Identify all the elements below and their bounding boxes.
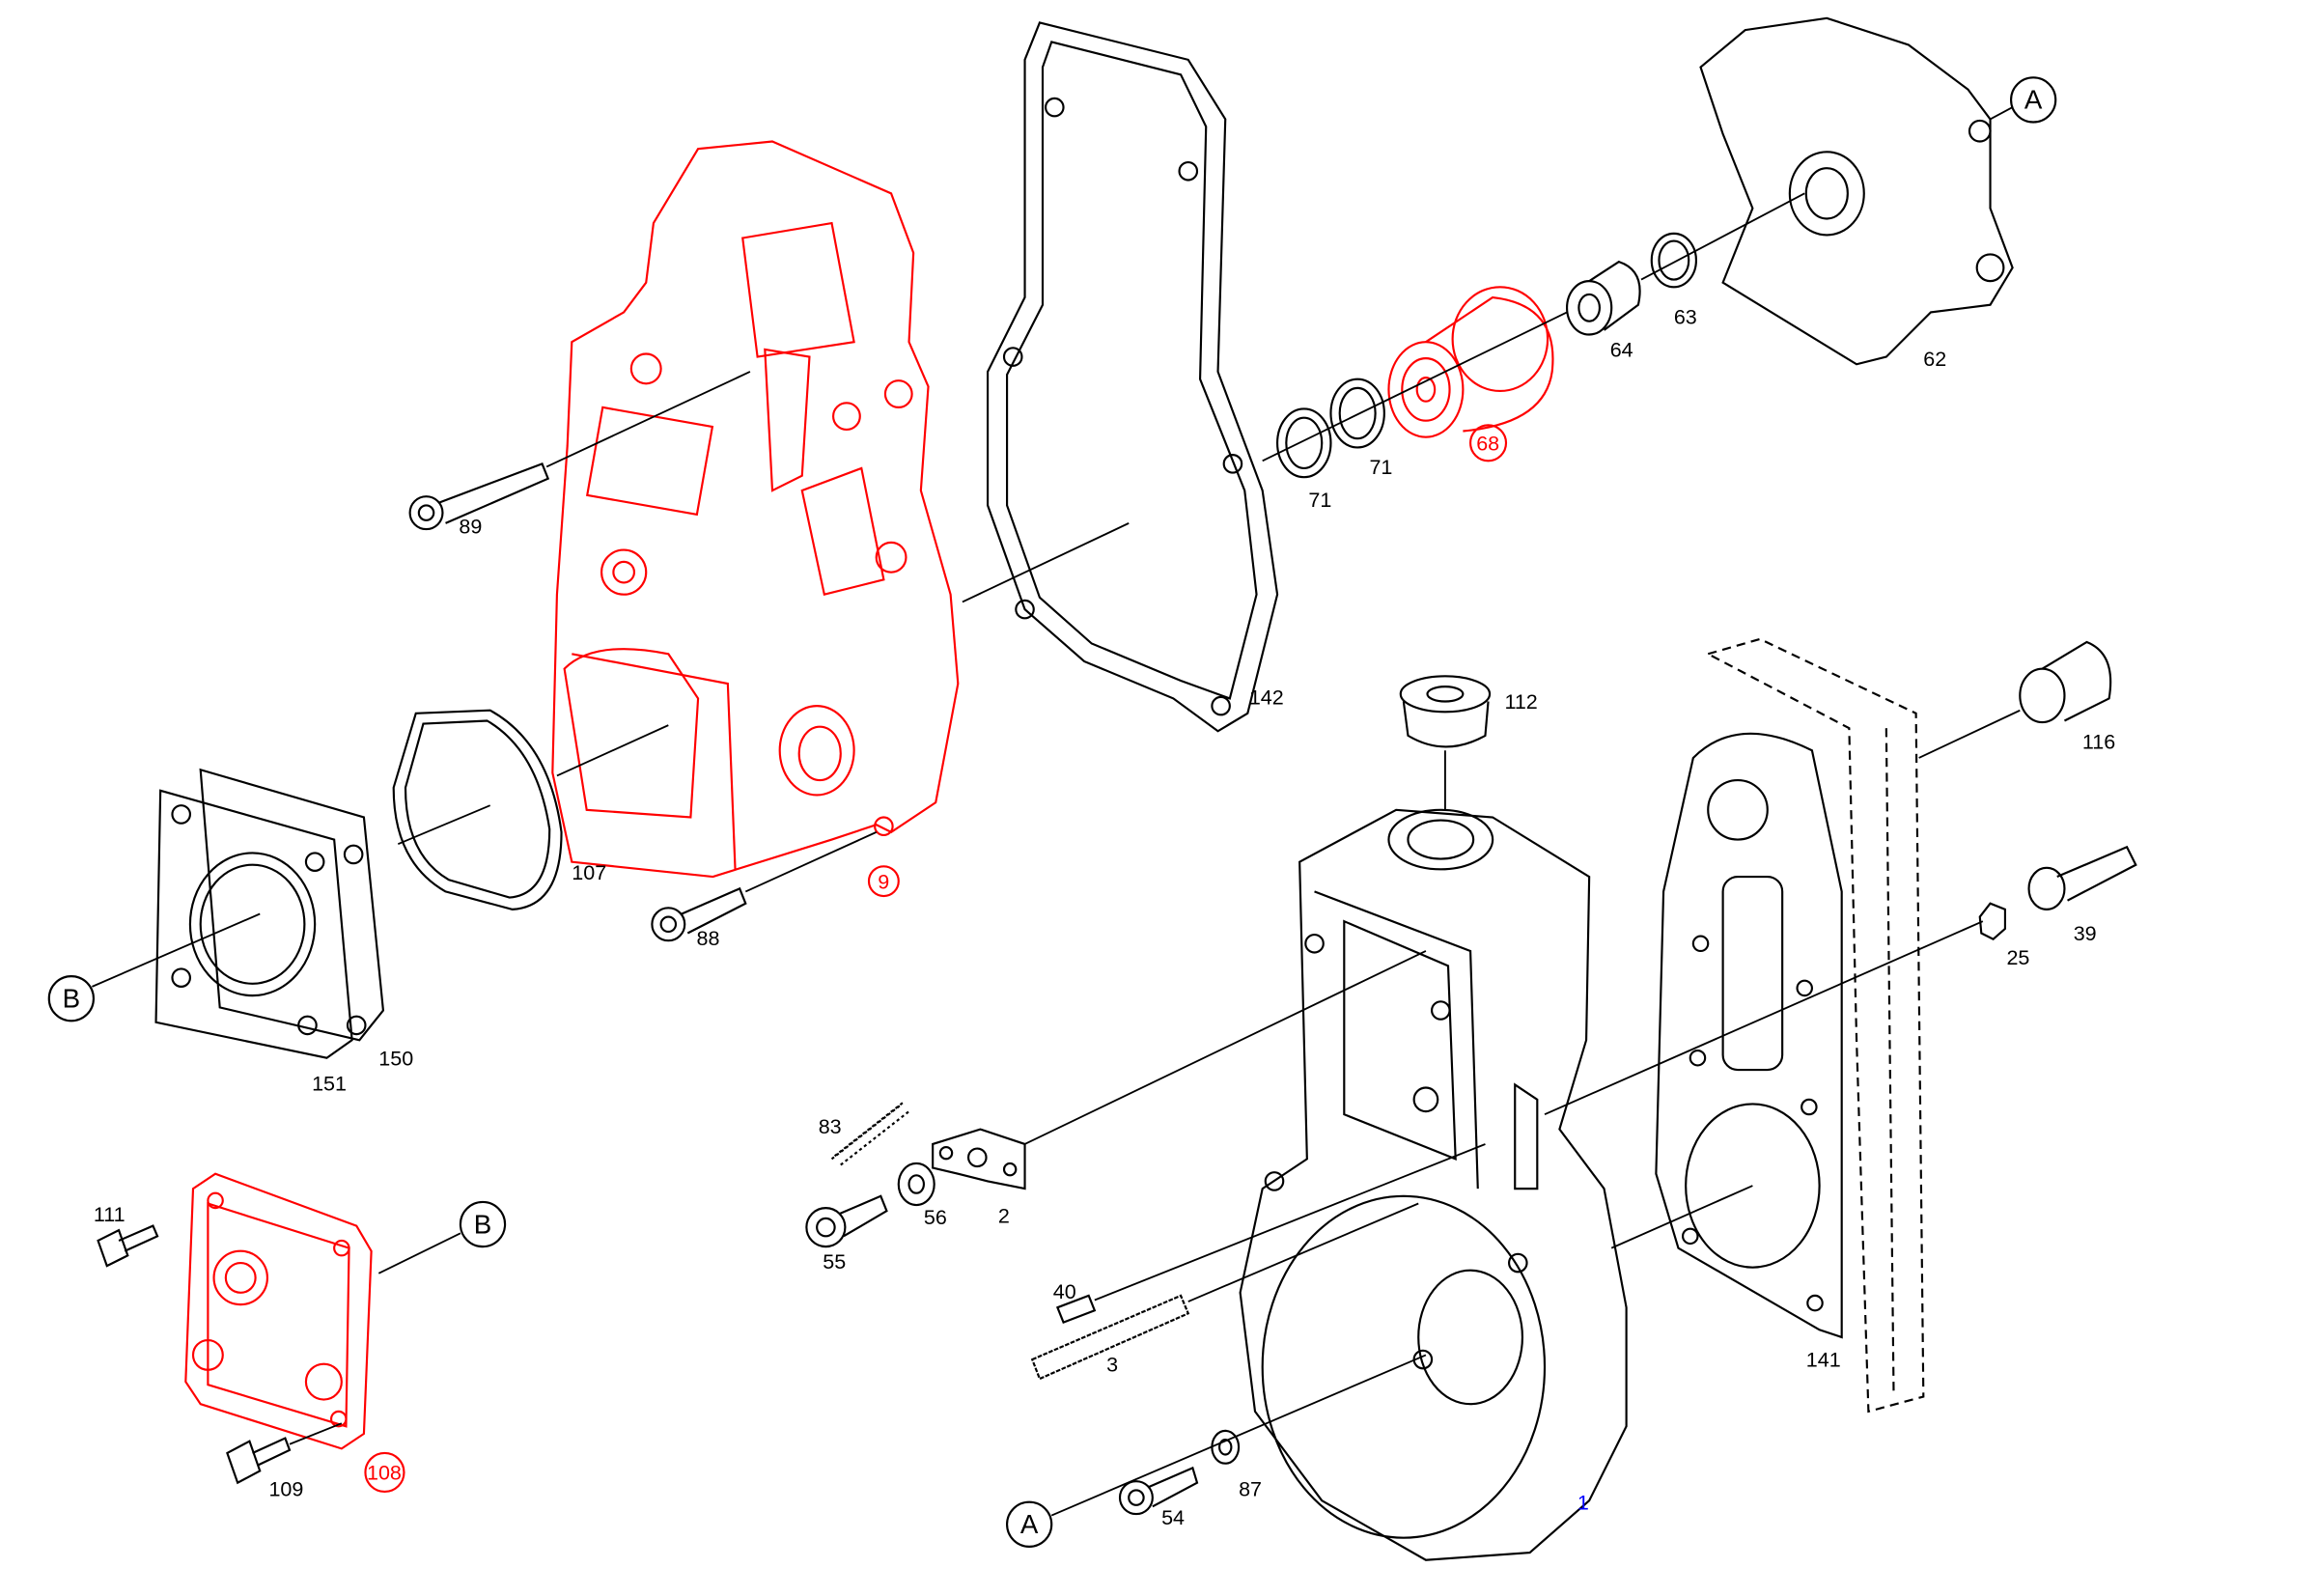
label-40[interactable]: 40 xyxy=(1053,1280,1076,1303)
part-151-flange[interactable] xyxy=(47,789,367,1059)
label-68[interactable]: 68 xyxy=(1476,433,1499,456)
label-109[interactable]: 109 xyxy=(268,1478,303,1501)
part-63-ring[interactable] xyxy=(1640,192,1805,289)
label-108[interactable]: 108 xyxy=(367,1462,402,1485)
label-112[interactable]: 112 xyxy=(1504,690,1537,714)
label-9[interactable]: 9 xyxy=(878,870,889,893)
part-109-bolt[interactable] xyxy=(226,1422,343,1485)
ref-A[interactable]: A xyxy=(1020,1509,1039,1539)
part-111-bolt[interactable] xyxy=(97,1224,159,1268)
label-62[interactable]: 62 xyxy=(1923,348,1946,371)
label-88[interactable]: 88 xyxy=(697,927,720,950)
label-142[interactable]: 142 xyxy=(1249,686,1284,710)
part-25-nut[interactable] xyxy=(1544,902,2006,1116)
part-87-washer[interactable] xyxy=(1006,1354,1427,1548)
label-141[interactable]: 141 xyxy=(1806,1349,1841,1372)
part-142-gasket[interactable] xyxy=(962,21,1279,733)
label-116[interactable]: 116 xyxy=(2082,731,2115,754)
part-55-screw[interactable] xyxy=(805,1194,888,1248)
part-107-seal[interactable] xyxy=(392,709,669,910)
label-71[interactable]: 71 xyxy=(1369,456,1392,479)
part-39-pin[interactable] xyxy=(2027,845,2137,910)
part-68-bushing[interactable] xyxy=(1387,286,1554,438)
part-labels: 89 142 71 71 68 64 63 62 A 112 116 107 9… xyxy=(63,85,2116,1539)
label-55[interactable]: 55 xyxy=(823,1250,846,1274)
part-88-screw[interactable] xyxy=(651,831,878,942)
label-71[interactable]: 71 xyxy=(1308,489,1331,512)
label-107[interactable]: 107 xyxy=(572,861,606,884)
label-89[interactable]: 89 xyxy=(459,516,482,539)
ref-B[interactable]: B xyxy=(474,1209,491,1239)
label-2[interactable]: 2 xyxy=(998,1205,1010,1228)
label-111[interactable]: 111 xyxy=(94,1203,126,1226)
label-150[interactable]: 150 xyxy=(378,1047,413,1070)
label-39[interactable]: 39 xyxy=(2074,922,2097,945)
part-112-plug[interactable] xyxy=(1399,675,1492,810)
part-64-nut[interactable] xyxy=(1566,260,1641,336)
part-1-housing[interactable] xyxy=(1239,808,1628,1561)
part-40-pin[interactable] xyxy=(1055,1143,1486,1324)
dashed-cover-outline xyxy=(1705,637,1925,1414)
part-141-gasket[interactable] xyxy=(1610,732,1843,1339)
part-3-stud[interactable] xyxy=(1030,1202,1419,1381)
label-3[interactable]: 3 xyxy=(1106,1353,1118,1376)
part-89-screw[interactable] xyxy=(408,371,751,531)
label-87[interactable]: 87 xyxy=(1239,1478,1262,1501)
part-62-bracket[interactable] xyxy=(1699,16,2057,366)
part-71-rings[interactable] xyxy=(1262,311,1568,479)
ref-B[interactable]: B xyxy=(63,983,80,1013)
part-83-spring[interactable] xyxy=(830,1102,910,1166)
ref-A[interactable]: A xyxy=(2024,85,2043,115)
part-108-cover[interactable] xyxy=(184,1172,507,1450)
part-56-washer[interactable] xyxy=(897,1162,935,1207)
part-116-sleeve[interactable] xyxy=(1918,640,2112,759)
part-2-bracket[interactable] xyxy=(932,950,1427,1190)
label-63[interactable]: 63 xyxy=(1674,306,1697,329)
label-25[interactable]: 25 xyxy=(2006,946,2029,969)
part-54-screw[interactable] xyxy=(1118,1466,1199,1516)
label-83[interactable]: 83 xyxy=(819,1115,842,1138)
label-54[interactable]: 54 xyxy=(1161,1506,1185,1529)
label-1[interactable]: 1 xyxy=(1577,1491,1589,1514)
part-9-housing[interactable] xyxy=(551,140,960,879)
label-56[interactable]: 56 xyxy=(924,1206,947,1229)
label-151[interactable]: 151 xyxy=(312,1073,347,1096)
label-64[interactable]: 64 xyxy=(1610,339,1633,362)
